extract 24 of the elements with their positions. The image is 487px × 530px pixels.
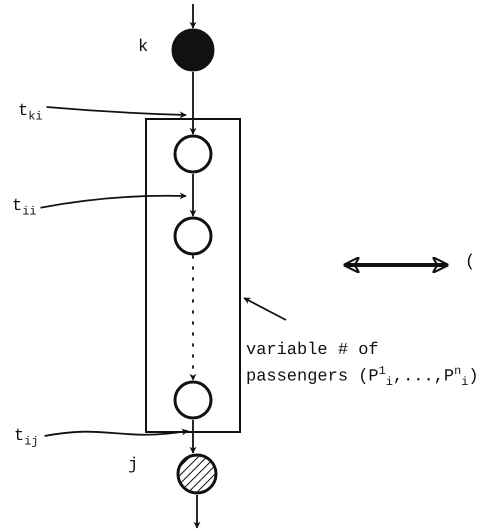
text-label: t$_{ki}$ xyxy=(18,101,42,124)
arrow xyxy=(190,72,196,135)
arrow xyxy=(190,4,196,29)
leader-arrow xyxy=(46,106,187,118)
text-label: t$_{ij}$ xyxy=(14,426,38,450)
node-label: j xyxy=(128,456,138,475)
double-arrow xyxy=(342,256,450,274)
leader-arrow xyxy=(44,428,189,437)
node-label: k xyxy=(138,38,148,57)
leader-arrow xyxy=(40,192,187,209)
arrow xyxy=(190,174,196,217)
container-box xyxy=(145,118,241,433)
arrow xyxy=(190,420,196,454)
circle-node xyxy=(173,134,213,174)
arrow xyxy=(194,495,200,529)
text-label: ( xyxy=(465,252,476,275)
filled-circle-node xyxy=(171,28,215,72)
hatched-circle-node xyxy=(176,453,218,495)
circle-node xyxy=(173,216,213,256)
text-label: t$_{ii}$ xyxy=(12,196,36,220)
annotation-text: variable # of passengers (P$^{1}$$_{i}$,...,P$^{n}$$_{i}$) xyxy=(246,340,486,390)
leader-arrow xyxy=(243,297,286,321)
circle-node xyxy=(173,380,213,420)
arrow xyxy=(190,255,196,381)
